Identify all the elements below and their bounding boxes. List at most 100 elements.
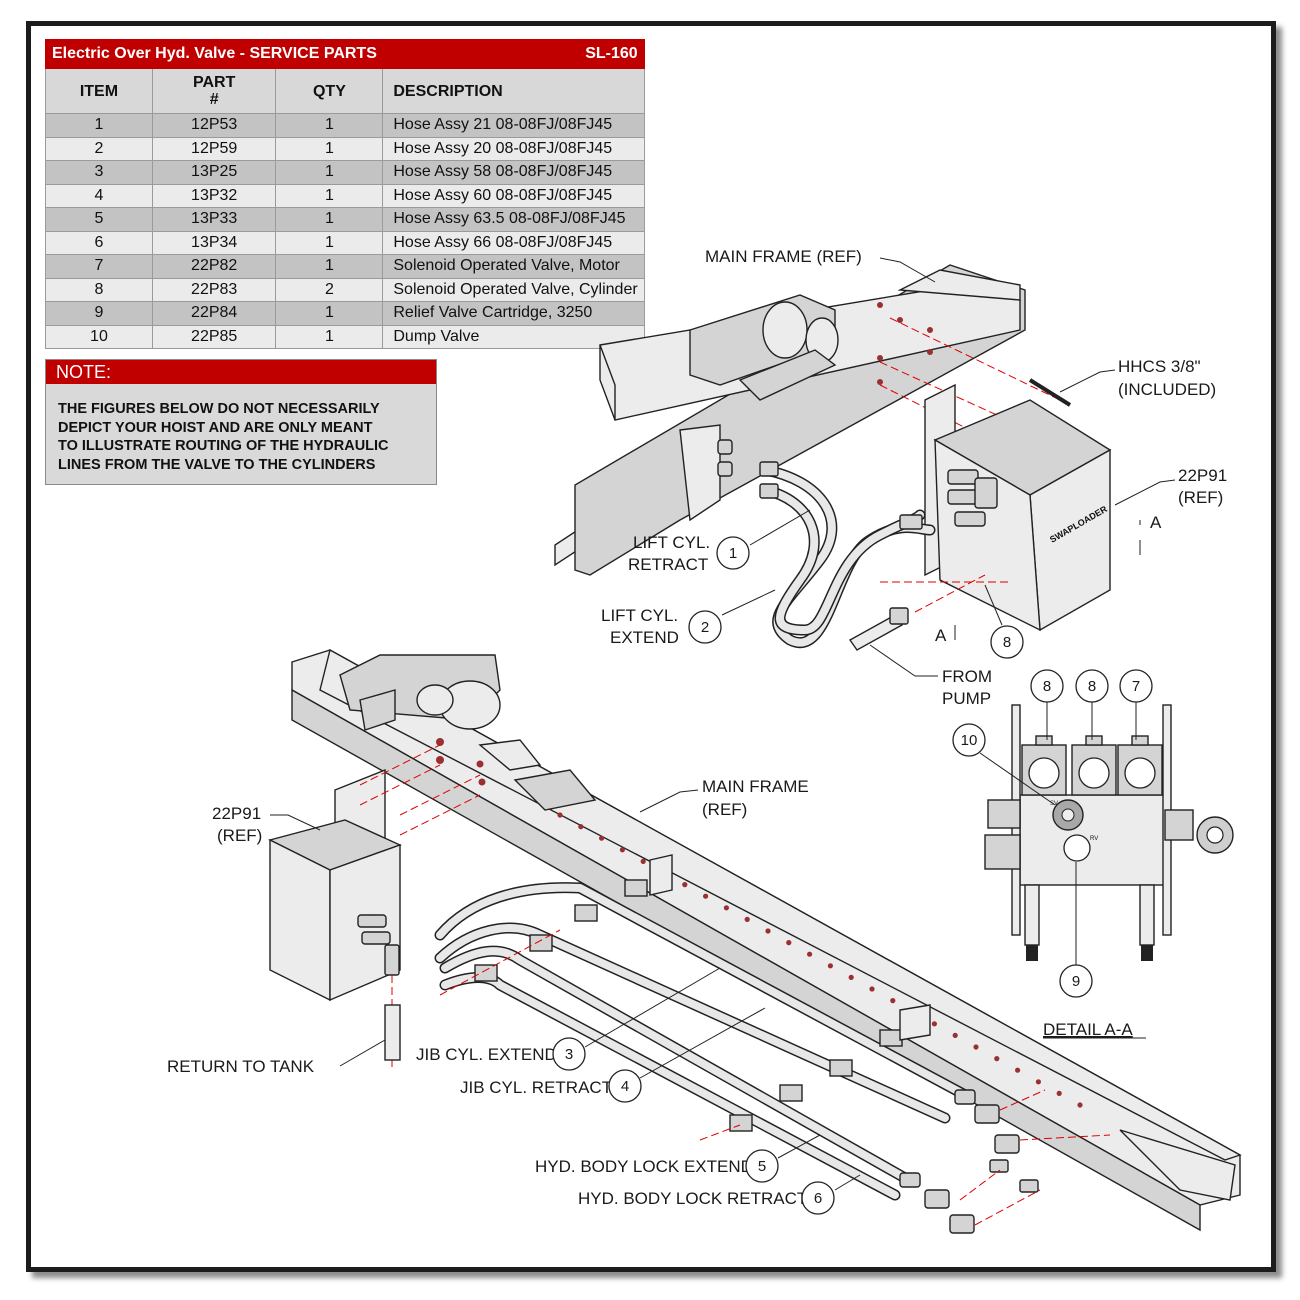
header-part-line1: PART [192,74,236,91]
jib-retract-label: JIB CYL. RETRACT [460,1078,612,1097]
hhcs-label-line1: HHCS 3/8" [1118,357,1201,376]
header-description: DESCRIPTION [382,68,645,114]
frame-hole [619,847,626,853]
from-pump-line1: FROM [942,667,992,686]
cell-item: 10 [45,324,153,349]
cell-item: 1 [45,113,153,138]
cell-part: 13P33 [151,207,277,232]
main-frame-top-label: MAIN FRAME (REF) [705,247,862,266]
lift-extend-line2: EXTEND [610,628,679,647]
frame-hole [1056,1090,1062,1096]
svg-text:3: 3 [565,1046,573,1063]
frame-hole [931,1021,938,1027]
header-qty: QTY [275,68,384,114]
balloon-6: 6 [801,1181,835,1215]
bottom-valve-enclosure [268,744,481,1070]
table-header-row: ITEM PART# QTY DESCRIPTION [45,68,645,114]
balloon-5: 5 [745,1149,779,1183]
cell-description: Hose Assy 58 08-08FJ/08FJ45 [382,160,645,185]
svg-text:1: 1 [729,545,737,562]
cell-item: 7 [45,254,153,279]
section-a-bottom-label: A [935,626,947,645]
table-title: Electric Over Hyd. Valve - SERVICE PARTS [44,39,383,69]
frame-hole [557,812,563,818]
cell-qty: 1 [275,301,384,326]
frame-hole [1077,1102,1083,1108]
note-box: NOTE: THE FIGURES BELOW DO NOT NECESSARI… [45,359,437,485]
svg-text:10: 10 [961,732,978,749]
cell-description: Hose Assy 63.5 08-08FJ/08FJ45 [382,207,645,232]
cell-qty: 2 [275,277,384,302]
note-line: LINES FROM THE VALVE TO THE CYLINDERS [58,456,376,473]
lift-extend-line1: LIFT CYL. [601,606,678,625]
cell-item: 3 [45,160,153,185]
return-to-tank-label: RETURN TO TANK [167,1057,315,1076]
note-body: THE FIGURES BELOW DO NOT NECESSARILY DEP… [46,384,436,484]
section-a-top-label: A [1150,513,1162,532]
top-hoses [759,461,1010,651]
main-frame-bottom-line2: (REF) [702,800,747,819]
frame-hole [703,893,709,899]
cell-qty: 1 [275,324,384,349]
body-lock-extend-label: HYD. BODY LOCK EXTEND [535,1157,753,1176]
cell-part: 12P53 [151,113,277,138]
balloon-4: 4 [608,1069,642,1103]
frame-hole [599,835,605,841]
svg-text:6: 6 [814,1190,822,1207]
cell-description: Hose Assy 21 08-08FJ/08FJ45 [382,113,645,138]
hhcs-label-line2: (INCLUDED) [1118,380,1216,399]
bottom-hoses [434,854,1111,1234]
lift-retract-line2: RETRACT [628,555,708,574]
balloon-7-detail: 7 [1119,669,1153,740]
note-heading: NOTE: [46,360,436,384]
header-part: PART# [151,68,277,114]
svg-text:5: 5 [758,1158,766,1175]
cell-item: 5 [45,207,153,232]
table-title-row: Electric Over Hyd. Valve - SERVICE PARTS… [44,39,645,69]
svg-text:8: 8 [1088,678,1096,695]
svg-text:9: 9 [1072,973,1080,990]
cell-item: 4 [45,183,153,208]
frame-hole [744,916,750,923]
lift-retract-line1: LIFT CYL. [633,533,710,552]
cell-item: 2 [45,136,153,161]
cell-part: 22P84 [151,301,277,326]
svg-text:8: 8 [1003,634,1011,651]
frame-hole [786,940,792,946]
valve-ref-top-line1: 22P91 [1178,466,1227,485]
cell-qty: 1 [275,230,384,255]
service-parts-table: Electric Over Hyd. Valve - SERVICE PARTS… [44,39,645,349]
from-pump-line2: PUMP [942,689,991,708]
frame-hole [807,951,813,957]
header-item: ITEM [45,68,153,114]
frame-hole [952,1032,958,1038]
cell-description: Solenoid Operated Valve, Motor [382,254,645,279]
cell-item: 9 [45,301,153,326]
port-rv-label: RV [1090,836,1098,842]
sheet-number: SL-160 [382,39,645,69]
svg-text:7: 7 [1132,678,1140,695]
frame-hole [640,858,646,865]
frame-hole [682,882,688,888]
cell-description: Hose Assy 66 08-08FJ/08FJ45 [382,230,645,255]
balloon-10-detail: 10 [952,723,1056,806]
cell-description: Hose Assy 60 08-08FJ/08FJ45 [382,183,645,208]
valve-ref-top-line2: (REF) [1178,488,1223,507]
frame-hole [723,905,730,911]
top-main-frame [554,264,1026,576]
balloon-1: 1 [716,536,750,570]
cell-part: 22P85 [151,324,277,349]
cell-item: 8 [45,277,153,302]
valve-ref-bottom-line2: (REF) [217,826,262,845]
note-line: THE FIGURES BELOW DO NOT NECESSARILY [58,401,380,417]
cell-description: Relief Valve Cartridge, 3250 [382,301,645,326]
balloon-8-top: 8 [990,625,1024,659]
